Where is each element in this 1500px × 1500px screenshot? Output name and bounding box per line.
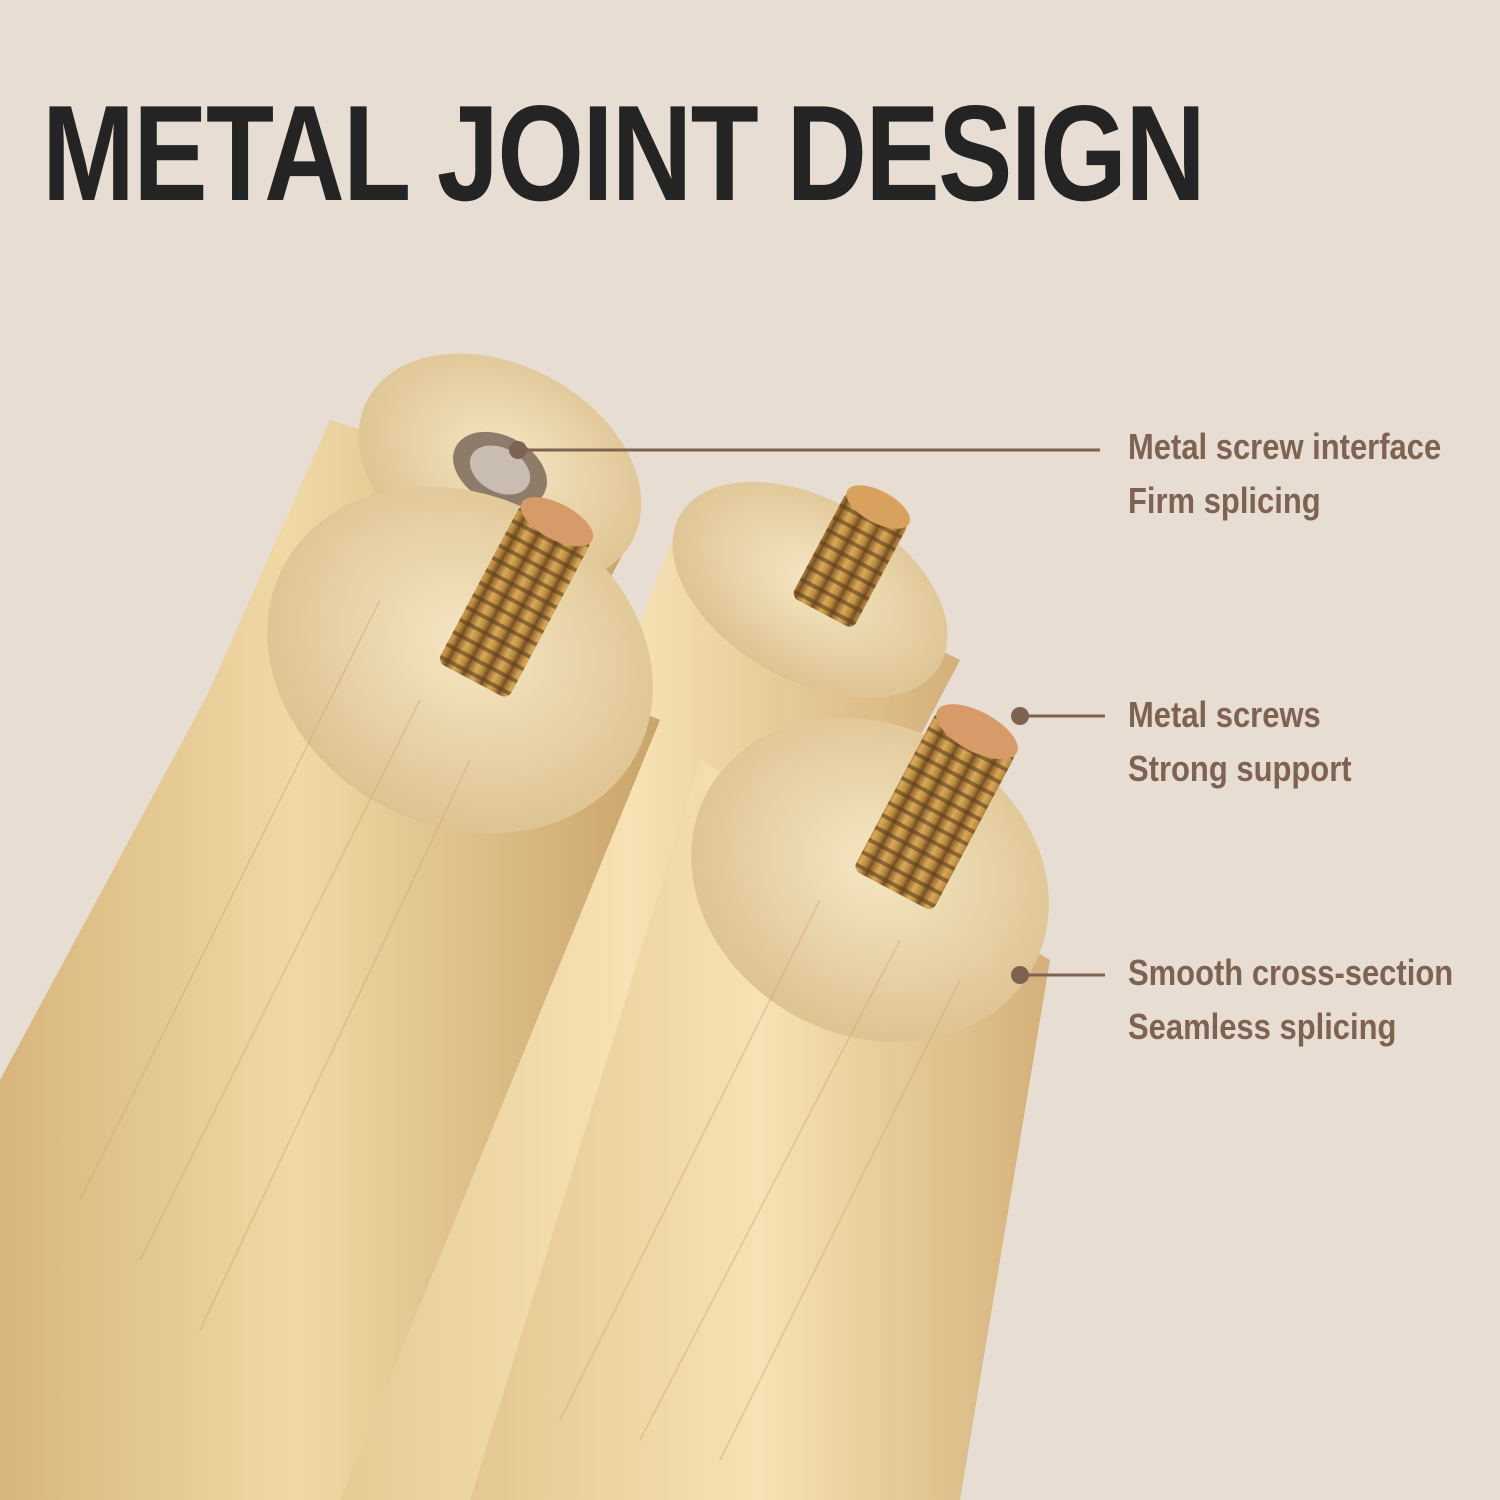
callout-line-1: Metal screws <box>1128 694 1321 735</box>
page-title: METAL JOINT DESIGN <box>42 77 1206 229</box>
callout-cross-section: Smooth cross-section Seamless splicing <box>1128 946 1453 1054</box>
callout-line-2: Strong support <box>1128 748 1352 789</box>
callout-line-1: Smooth cross-section <box>1128 952 1454 993</box>
callout-leader-lines <box>509 441 1105 984</box>
callout-metal-screws: Metal screws Strong support <box>1128 688 1352 796</box>
leg-front-left <box>0 486 660 1500</box>
callout-line-2: Firm splicing <box>1128 480 1321 521</box>
callout-screw-interface: Metal screw interface Firm splicing <box>1128 420 1441 528</box>
callout-line-1: Metal screw interface <box>1128 426 1442 467</box>
leg-front-right <box>470 704 1050 1500</box>
callout-line-2: Seamless splicing <box>1128 1006 1397 1047</box>
wood-grain-lines <box>79 599 961 1461</box>
